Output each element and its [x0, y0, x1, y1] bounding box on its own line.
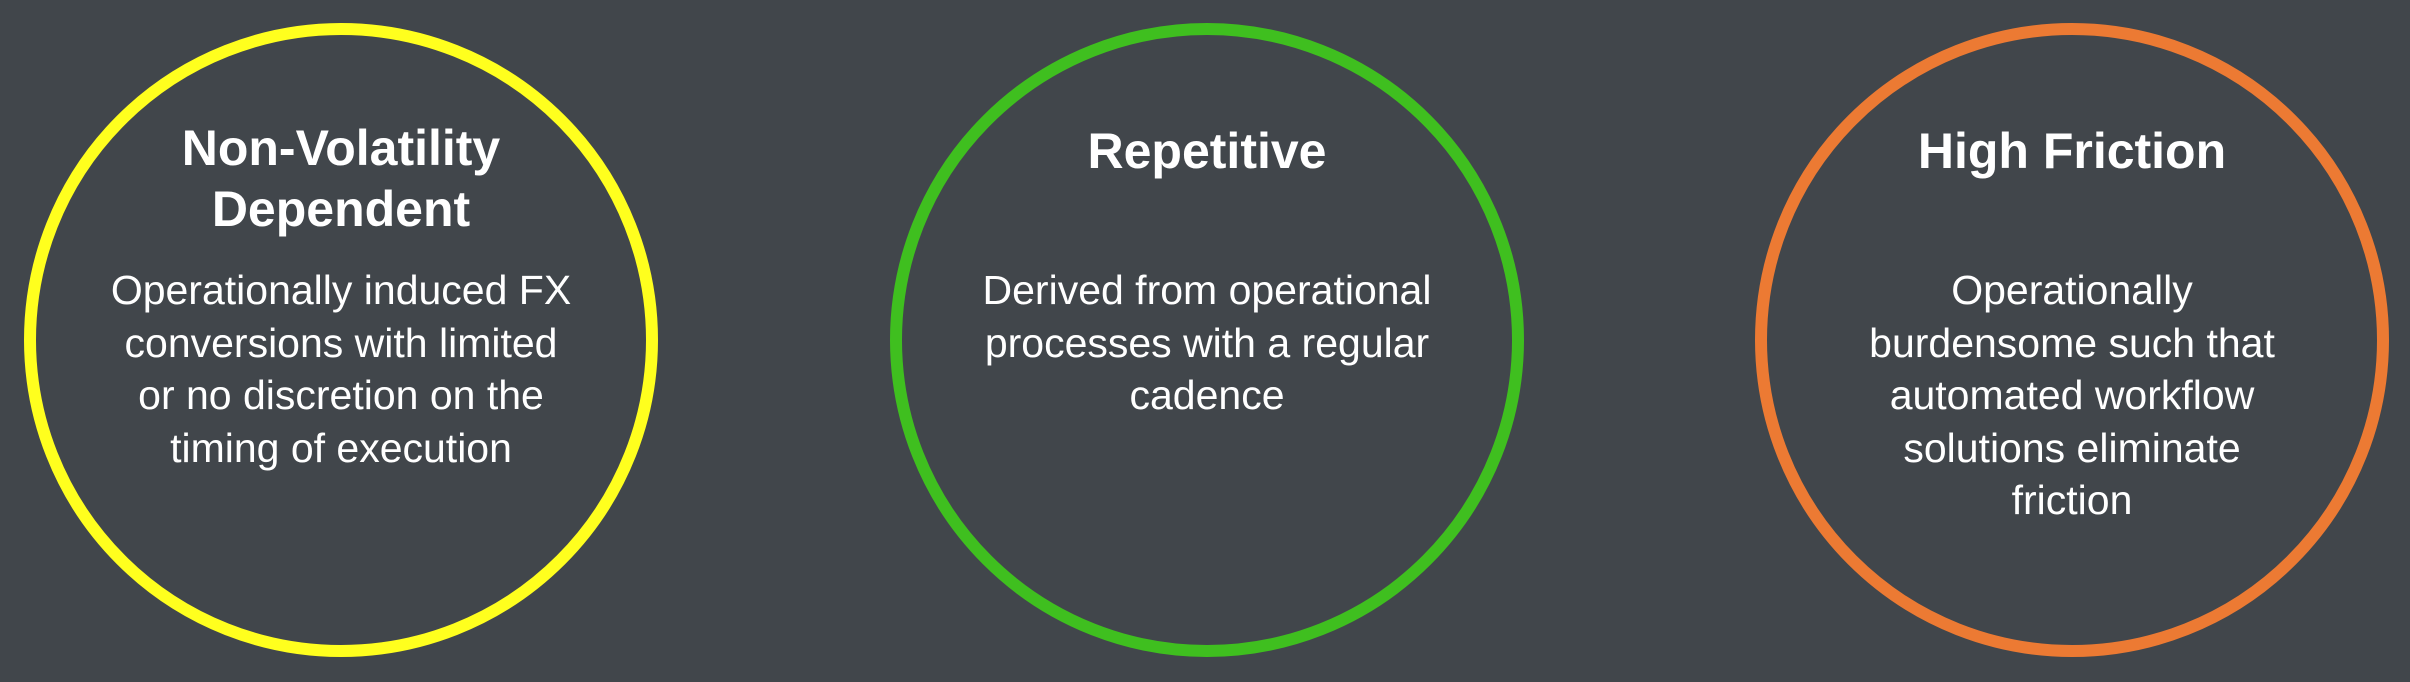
card-description: Operationally induced FX conversions wit…	[110, 267, 572, 471]
card-description: Derived from operational processes with …	[982, 267, 1432, 418]
card-description: Operationally burdensome such that autom…	[1869, 267, 2275, 523]
card-title: High Friction	[1917, 123, 2227, 179]
card-title: Non-Volatility Dependent	[181, 120, 501, 237]
card-title: Repetitive	[1087, 123, 1327, 179]
